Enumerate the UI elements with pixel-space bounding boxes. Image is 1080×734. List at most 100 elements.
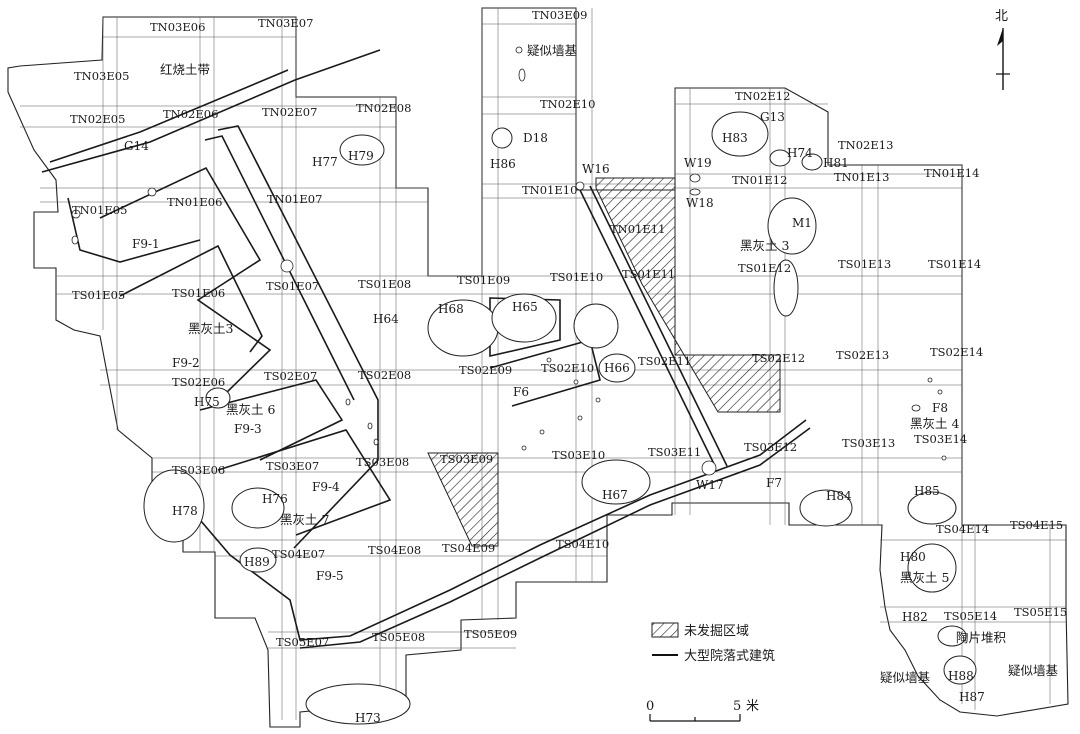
feature-label: H81 [823, 156, 849, 170]
grid-label: TS01E12 [738, 261, 791, 275]
grid-label: TS05E08 [372, 630, 425, 644]
feature-label: H89 [244, 555, 270, 569]
grid-label: TN03E05 [74, 69, 129, 83]
grid-label: TS03E10 [552, 448, 605, 462]
grid-label: TN01E07 [267, 192, 322, 206]
grid-label: TS02E11 [638, 354, 691, 368]
grid-label: TS02E14 [930, 345, 983, 359]
grid-label: TS03E11 [648, 445, 701, 459]
grid-label: TS03E08 [356, 455, 409, 469]
feature-label: H78 [172, 504, 198, 518]
feature-label: F9-5 [316, 569, 344, 583]
grid-label: TS04E14 [936, 522, 989, 536]
feature-label: 红烧土带 [160, 62, 210, 77]
feature-label: F8 [932, 401, 948, 415]
feature-label: H88 [948, 669, 974, 683]
grid-label: TS01E09 [457, 273, 510, 287]
grid-label: TS04E07 [272, 547, 325, 561]
map-legend: 未发掘区域 大型院落式建筑 [651, 622, 775, 664]
feature-label: 疑似墙基 [1008, 663, 1059, 678]
grid-label: TS03E12 [744, 440, 797, 454]
feature-label: H83 [722, 131, 748, 145]
north-arrow: 北 [995, 9, 1010, 90]
feature-label: F6 [513, 385, 529, 399]
feature-label: H85 [914, 484, 940, 498]
feature-label: F7 [766, 476, 782, 490]
grid-label: TN01E14 [924, 166, 979, 180]
grid-label: TS02E06 [172, 375, 225, 389]
feature-label: H84 [826, 489, 852, 503]
feature-label: F9-1 [132, 237, 160, 251]
scale-bar: 0 5 米 [646, 699, 759, 722]
unexcavated-areas [427, 177, 781, 547]
grid-label: TN01E06 [167, 195, 222, 209]
feature-labels: 红烧土带 G14 H77 H79 F9-1 黑灰土3 F9-2 H75 黑灰土 … [124, 43, 1059, 725]
feature-label: W18 [686, 196, 714, 210]
feature-label: H74 [787, 146, 813, 160]
grid-label: TN02E08 [356, 101, 411, 115]
feature-label: 黑灰土 7 [280, 512, 329, 527]
grid-label: TS04E10 [556, 537, 609, 551]
grid-label: TS01E13 [838, 257, 891, 271]
scale-end-label: 5 [733, 699, 741, 714]
feature-label: H66 [604, 361, 630, 375]
grid-label: TS01E05 [72, 288, 125, 302]
grid-label: TN02E06 [163, 107, 218, 121]
feature-label: 黑灰土 4 [910, 416, 959, 431]
grid-label: TS04E09 [442, 541, 495, 555]
grid-label: TN01E11 [610, 222, 665, 236]
grid-label: TS04E08 [368, 543, 421, 557]
grid-label: TS04E15 [1010, 518, 1063, 532]
grid-label: TS03E06 [172, 463, 225, 477]
grid-label: TS05E09 [464, 627, 517, 641]
feature-label: H64 [373, 312, 399, 326]
feature-label: F9-2 [172, 356, 200, 370]
grid-label: TN02E10 [540, 97, 595, 111]
grid-label: TS03E09 [440, 452, 493, 466]
feature-label: F9-3 [234, 422, 262, 436]
feature-label: H65 [512, 300, 538, 314]
feature-label: H76 [262, 492, 288, 506]
grid-label: TS05E15 [1014, 605, 1067, 619]
grid-label: TS01E08 [358, 277, 411, 291]
grid-label: TN03E06 [150, 20, 205, 34]
feature-label: 疑似墙基 [527, 43, 578, 58]
grid-label: TN01E12 [732, 173, 787, 187]
grid-label: TS01E14 [928, 257, 981, 271]
feature-label: G14 [124, 139, 149, 153]
grid-label: TS02E12 [752, 351, 805, 365]
grid-label: TN01E05 [72, 203, 127, 217]
grid-label: TN02E07 [262, 105, 317, 119]
feature-label: H79 [348, 149, 374, 163]
grid-label: TS03E14 [914, 432, 967, 446]
grid-label: TN01E13 [834, 170, 889, 184]
feature-label: W17 [696, 478, 724, 492]
grid-label: TS01E10 [550, 270, 603, 284]
feature-label: H73 [355, 711, 381, 725]
grid-label: TS02E07 [264, 369, 317, 383]
feature-label: G13 [760, 110, 785, 124]
feature-label: H67 [602, 488, 628, 502]
feature-label: F9-4 [312, 480, 340, 494]
feature-label: H75 [194, 395, 220, 409]
grid-label: TS01E07 [266, 279, 319, 293]
grid-label: TN02E05 [70, 112, 125, 126]
grid-labels: TN03E06 TN03E07 TN03E05 TN02E05 TN02E06 … [70, 8, 1067, 649]
feature-label: 黑灰土 3 [740, 238, 789, 253]
feature-label: H68 [438, 302, 464, 316]
feature-label: H82 [902, 610, 928, 624]
grid-label: TS02E09 [459, 363, 512, 377]
scale-start-label: 0 [646, 699, 654, 714]
grid-label: TN01E10 [522, 183, 577, 197]
feature-label: 疑似墙基 [880, 670, 931, 685]
grid-label: TS03E07 [266, 459, 319, 473]
grid-label: TS05E07 [276, 635, 329, 649]
legend-compound-label: 大型院落式建筑 [684, 648, 775, 664]
grid-label: TS02E13 [836, 348, 889, 362]
grid-label: TN02E12 [735, 89, 790, 103]
feature-label: H87 [959, 690, 985, 704]
grid-label: TS01E11 [622, 267, 675, 281]
feature-label: H86 [490, 157, 516, 171]
feature-label: 黑灰土3 [188, 321, 234, 336]
